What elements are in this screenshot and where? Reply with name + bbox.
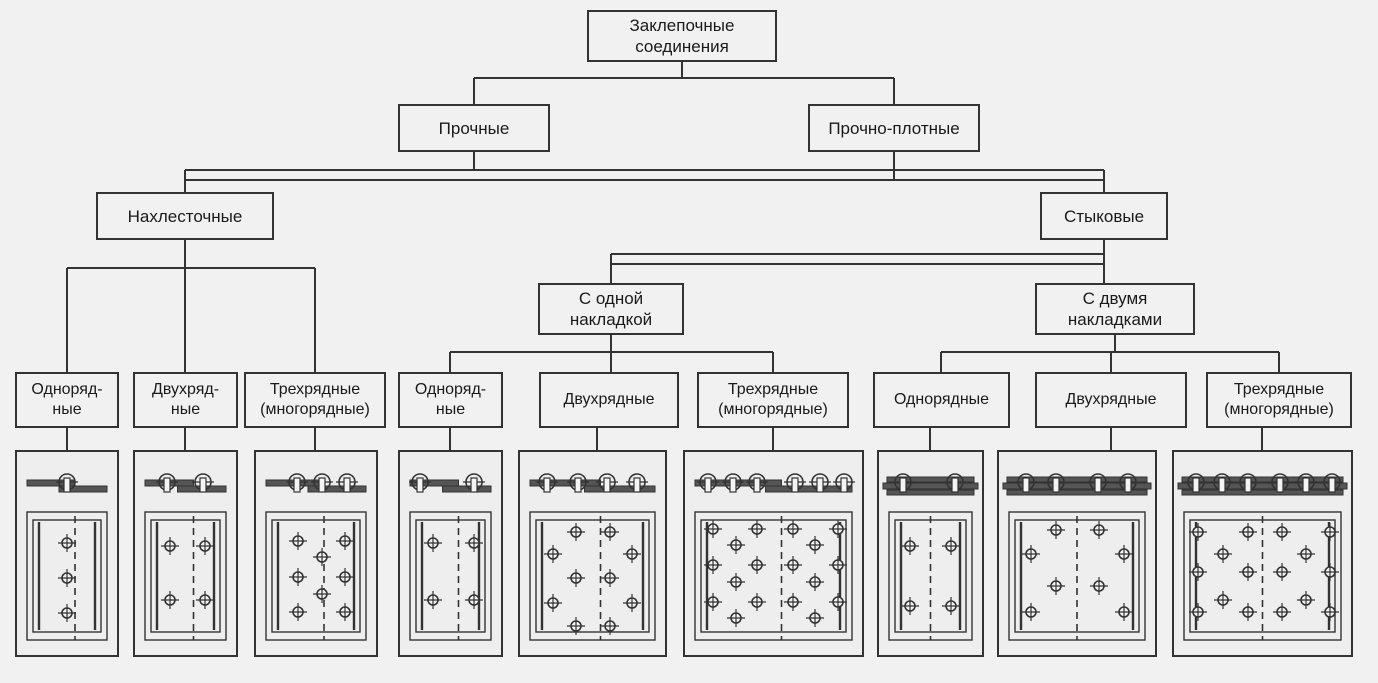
rivet-shank [1302, 477, 1310, 493]
rivet-shank [1192, 477, 1200, 493]
sheet-outline [32, 519, 102, 633]
plate-section [584, 485, 656, 493]
plate-section [1177, 482, 1348, 490]
sheet-outline [694, 511, 853, 641]
sheet-outline [144, 511, 227, 641]
rivet-shank [791, 477, 799, 493]
rivet-shank [1124, 477, 1132, 493]
sheet-outline [265, 511, 367, 641]
plate-section [409, 479, 459, 487]
rivet-shank [951, 477, 959, 493]
rivet-shank [899, 477, 907, 493]
node-two-straps: С двумя накладками [1035, 283, 1195, 335]
rivet-shank [199, 477, 207, 493]
node-lap-joints: Нахлесточные [96, 192, 274, 240]
rivet-shank [1022, 477, 1030, 493]
leaf-lap-single: Одноряд- ные [15, 372, 119, 428]
rivet-shank [603, 477, 611, 493]
rivet-shank [416, 477, 424, 493]
node-one-strap: С одной накладкой [538, 283, 684, 335]
rivet-shank [1218, 477, 1226, 493]
rivet-shank [163, 477, 171, 493]
plate-section [529, 479, 601, 487]
sheet-outline [150, 519, 221, 633]
leaf-one-strap-double: Двухрядные [539, 372, 679, 428]
rivet-shank [729, 477, 737, 493]
sheet-outline [271, 519, 361, 633]
plate-section [1006, 489, 1148, 496]
rivet-shank [633, 477, 641, 493]
rivet-shank [816, 477, 824, 493]
leaf-lap-triple: Трехрядные (многорядные) [244, 372, 386, 428]
sheet-outline [700, 519, 847, 633]
plate-section [886, 489, 975, 496]
leaf-one-strap-single: Одноряд- ные [398, 372, 503, 428]
rivet-shank [574, 477, 582, 493]
sheet-outline [409, 511, 492, 641]
rivet-shank [318, 477, 326, 493]
sheet-outline [535, 519, 650, 633]
sheet-outline [529, 511, 656, 641]
leaf-two-straps-double: Двухрядные [1035, 372, 1187, 428]
rivet-shank [1094, 477, 1102, 493]
rivet-shank [840, 477, 848, 493]
sheet-outline [26, 511, 108, 641]
leaf-one-strap-triple: Трехрядные (многорядные) [697, 372, 849, 428]
rivet-shank [543, 477, 551, 493]
leaf-lap-double: Двухряд- ные [133, 372, 238, 428]
rivet-shank [63, 477, 71, 493]
plate-section [1002, 482, 1152, 490]
node-strong-tight: Прочно-плотные [808, 104, 980, 152]
plate-section [1181, 489, 1344, 496]
plate-section [1181, 476, 1344, 483]
sheet-outline [415, 519, 486, 633]
rivet-shank [704, 477, 712, 493]
plate-section [765, 485, 853, 493]
node-butt-joints: Стыковые [1040, 192, 1168, 240]
leaf-two-straps-single: Однорядные [873, 372, 1010, 428]
leaf-two-straps-triple: Трехрядные (многорядные) [1206, 372, 1352, 428]
node-riveted-joints: Заклепочные соединения [587, 10, 777, 62]
rivet-shank [1244, 477, 1252, 493]
plate-section [58, 485, 108, 493]
plate-section [307, 485, 367, 493]
rivet-shank [1052, 477, 1060, 493]
plate-section [694, 479, 782, 487]
rivet-shank [753, 477, 761, 493]
plate-section [882, 482, 979, 490]
rivet-shank [343, 477, 351, 493]
plate-section [1006, 476, 1148, 483]
plate-section [886, 476, 975, 483]
rivet-shank [1276, 477, 1284, 493]
node-strong: Прочные [398, 104, 550, 152]
rivet-shank [293, 477, 301, 493]
rivet-shank [1328, 477, 1336, 493]
rivet-shank [470, 477, 478, 493]
